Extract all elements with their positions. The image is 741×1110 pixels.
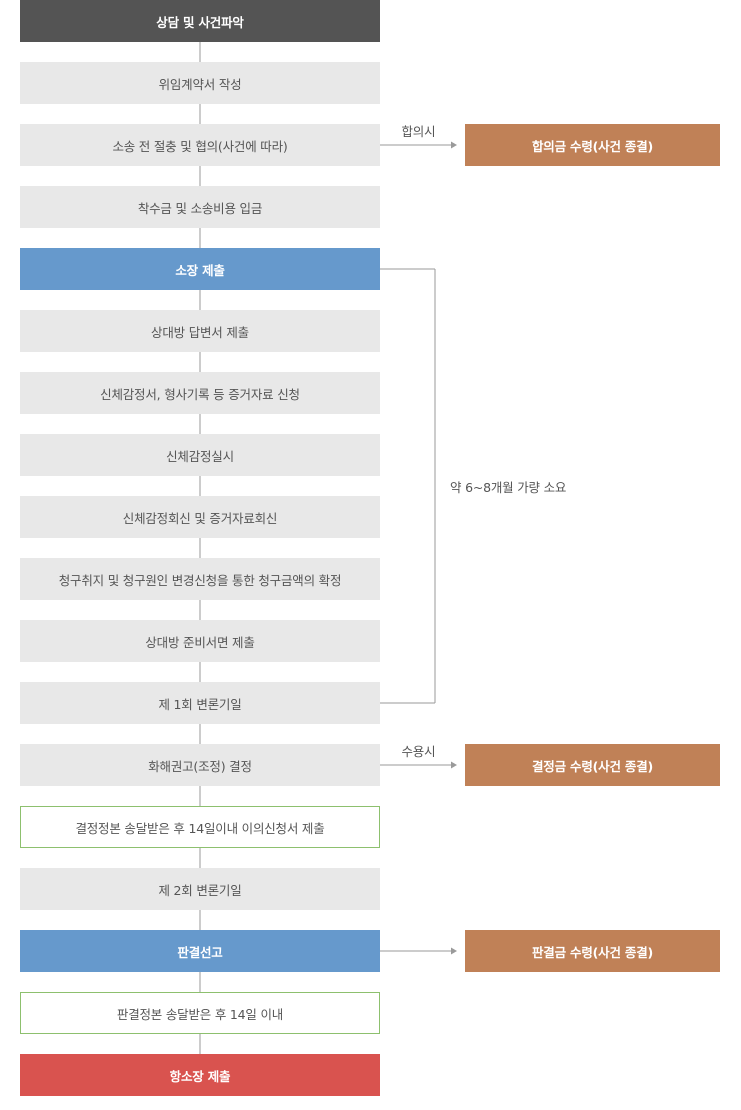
step-box-7-label: 신체감정실시 — [166, 448, 234, 464]
step-box-2: 소송 전 절충 및 협의(사건에 따라) — [20, 124, 380, 166]
branch-result-box-2-label: 판결금 수령(사건 종결) — [531, 944, 654, 960]
step-box-7: 신체감정실시 — [20, 434, 380, 476]
branch-condition-1: 수용시 — [401, 744, 436, 759]
step-box-15: 판결선고 — [20, 930, 380, 972]
branch-arrow-head-2 — [451, 947, 457, 955]
branch-arrow-head-1 — [451, 761, 457, 769]
step-box-1-label: 위임계약서 작성 — [158, 76, 242, 92]
step-box-14: 제 2회 변론기일 — [20, 868, 380, 910]
step-box-0: 상담 및 사건파악 — [20, 0, 380, 42]
step-box-9: 청구취지 및 청구원인 변경신청을 통한 청구금액의 확정 — [20, 558, 380, 600]
step-box-17-label: 항소장 제출 — [169, 1068, 231, 1084]
step-box-2-label: 소송 전 절충 및 협의(사건에 따라) — [112, 138, 288, 154]
step-box-11-label: 제 1회 변론기일 — [158, 696, 242, 712]
step-box-6-label: 신체감정서, 형사기록 등 증거자료 신청 — [100, 386, 300, 402]
step-box-15-label: 판결선고 — [177, 944, 223, 960]
step-box-4-label: 소장 제출 — [175, 262, 225, 278]
step-box-16: 판결정본 송달받은 후 14일 이내 — [20, 992, 380, 1034]
step-box-16-label: 판결정본 송달받은 후 14일 이내 — [116, 1006, 284, 1022]
step-box-8-label: 신체감정회신 및 증거자료회신 — [122, 510, 278, 526]
step-box-12: 화해권고(조정) 결정 — [20, 744, 380, 786]
duration-label: 약 6~8개월 가량 소요 — [450, 479, 567, 495]
step-box-8: 신체감정회신 및 증거자료회신 — [20, 496, 380, 538]
step-box-3-label: 착수금 및 소송비용 입금 — [137, 200, 263, 216]
step-box-10: 상대방 준비서면 제출 — [20, 620, 380, 662]
step-box-6: 신체감정서, 형사기록 등 증거자료 신청 — [20, 372, 380, 414]
step-box-13-label: 결정정본 송달받은 후 14일이내 이의신청서 제출 — [75, 820, 325, 836]
branch-result-box-0-label: 합의금 수령(사건 종결) — [531, 138, 654, 154]
step-box-10-label: 상대방 준비서면 제출 — [145, 634, 255, 650]
step-box-5-label: 상대방 답변서 제출 — [151, 324, 249, 340]
step-box-1: 위임계약서 작성 — [20, 62, 380, 104]
step-box-14-label: 제 2회 변론기일 — [158, 882, 242, 898]
step-box-3: 착수금 및 소송비용 입금 — [20, 186, 380, 228]
step-box-12-label: 화해권고(조정) 결정 — [148, 758, 252, 774]
step-box-9-label: 청구취지 및 청구원인 변경신청을 통한 청구금액의 확정 — [58, 572, 342, 588]
step-box-17: 항소장 제출 — [20, 1054, 380, 1096]
branch-arrow-head-0 — [451, 141, 457, 149]
step-box-5: 상대방 답변서 제출 — [20, 310, 380, 352]
branch-result-box-1: 결정금 수령(사건 종결) — [465, 744, 720, 786]
branch-result-box-1-label: 결정금 수령(사건 종결) — [531, 758, 654, 774]
step-box-13: 결정정본 송달받은 후 14일이내 이의신청서 제출 — [20, 806, 380, 848]
branch-condition-0: 합의시 — [401, 124, 436, 139]
step-box-0-label: 상담 및 사건파악 — [156, 14, 244, 30]
step-box-4: 소장 제출 — [20, 248, 380, 290]
branch-result-box-2: 판결금 수령(사건 종결) — [465, 930, 720, 972]
branch-result-box-0: 합의금 수령(사건 종결) — [465, 124, 720, 166]
step-box-11: 제 1회 변론기일 — [20, 682, 380, 724]
